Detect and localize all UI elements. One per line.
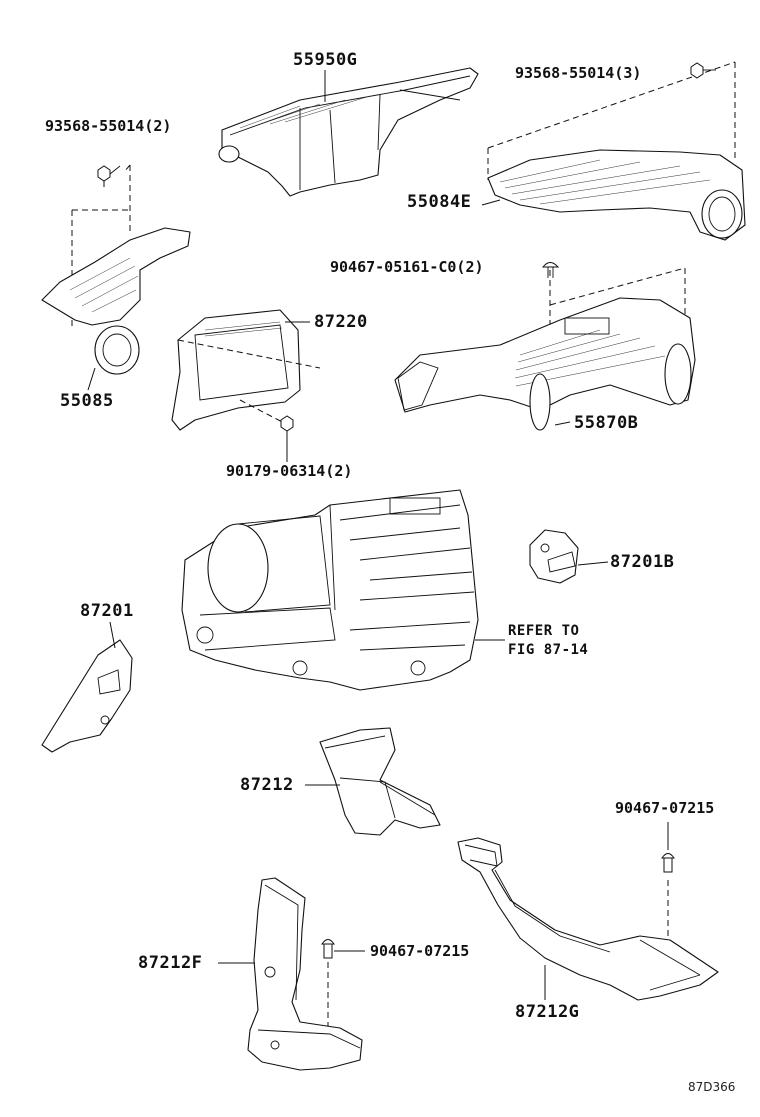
fastener-90467-07215-b-drawing	[321, 939, 335, 959]
label-55084E: 55084E	[407, 192, 472, 212]
label-55870B: 55870B	[574, 413, 639, 433]
fastener-93568-55014-3-drawing	[690, 62, 716, 79]
label-90467-07215-b: 90467-07215	[370, 942, 470, 960]
label-87212G: 87212G	[515, 1002, 580, 1022]
part-87201-drawing	[41, 639, 133, 753]
label-90467-07215-a: 90467-07215	[615, 799, 715, 817]
label-90179-06314-2: 90179-06314(2)	[226, 462, 353, 480]
part-55950G-drawing	[218, 67, 479, 197]
fastener-90467-07215-a-drawing	[661, 853, 675, 873]
label-87201: 87201	[80, 601, 134, 621]
part-55870B-drawing	[394, 267, 696, 431]
part-55084E-drawing	[487, 61, 746, 241]
label-fig-87-14: FIG 87-14	[508, 642, 589, 658]
heater-unit-drawing	[181, 489, 479, 691]
fastener-90179-06314-drawing	[280, 415, 294, 432]
part-87212G-drawing	[457, 837, 719, 1001]
label-90467-05161-C0-2: 90467-05161-C0(2)	[330, 258, 484, 276]
label-55085: 55085	[60, 391, 114, 411]
label-93568-55014-2: 93568-55014(2)	[45, 117, 172, 135]
label-55950G: 55950G	[293, 50, 358, 70]
label-87212: 87212	[240, 775, 294, 795]
label-93568-55014-3: 93568-55014(3)	[515, 64, 642, 82]
drawing-code: 87D366	[688, 1080, 736, 1094]
part-87212-drawing	[319, 727, 441, 836]
label-87201B: 87201B	[610, 552, 675, 572]
label-87220: 87220	[314, 312, 368, 332]
fastener-93568-55014-2-drawing	[97, 164, 131, 190]
label-87212F: 87212F	[138, 953, 203, 973]
part-87220-drawing	[171, 309, 321, 431]
part-87212F-drawing	[247, 877, 363, 1071]
leader-lines	[87, 70, 669, 1000]
part-87201B-drawing	[529, 529, 579, 584]
label-refer-to: REFER TO	[508, 623, 580, 639]
part-55085-drawing	[41, 165, 191, 375]
